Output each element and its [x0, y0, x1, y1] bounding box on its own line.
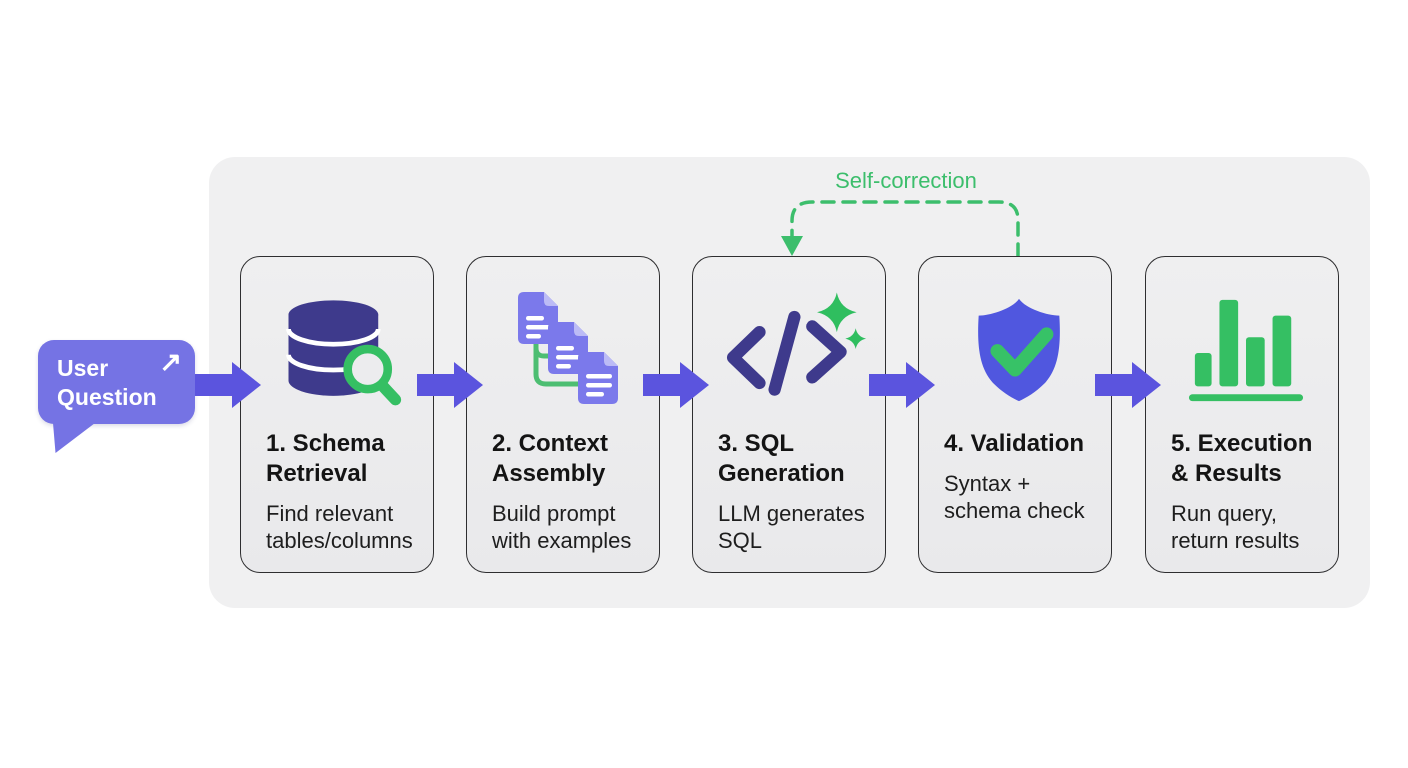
- step-title: 5. Execution & Results: [1171, 430, 1313, 487]
- step-description: Run query, return results: [1171, 501, 1300, 553]
- bar-chart-icon: [1171, 277, 1320, 423]
- flow-arrow-step3-to-step4: [869, 362, 935, 408]
- flow-arrow-step1-to-step2: [417, 362, 483, 408]
- flow-arrow-step4-to-step5: [1095, 362, 1161, 408]
- step-description: Syntax + schema check: [944, 471, 1085, 523]
- step-card-schema-retrieval: 1. Schema Retrieval Find relevant tables…: [240, 256, 434, 573]
- step-card-validation: 4. Validation Syntax + schema check: [918, 256, 1112, 573]
- speech-bubble-tail: [53, 423, 95, 453]
- step-description: Find relevant tables/columns: [266, 501, 413, 553]
- step-title: 4. Validation: [944, 430, 1085, 457]
- step-description: Build prompt with examples: [492, 501, 632, 553]
- step-title: 1. Schema Retrieval: [266, 430, 385, 487]
- flow-arrow-question-to-step1: [195, 362, 261, 408]
- shield-check-icon: [944, 277, 1093, 423]
- flow-arrow-step2-to-step3: [643, 362, 709, 408]
- self-correction-label: Self-correction: [835, 168, 977, 193]
- arrow-up-right-icon: ↗: [159, 347, 182, 377]
- user-question-bubble: User Question ↗: [38, 340, 195, 453]
- code-sparkles-icon: [718, 277, 867, 423]
- step-description: LLM generates SQL: [718, 501, 865, 553]
- step-card-sql-generation: 3. SQL Generation LLM generates SQL: [692, 256, 886, 573]
- stacked-documents-icon: [492, 277, 641, 423]
- user-question-label: User Question: [57, 355, 157, 410]
- step-card-context-assembly: 2. Context Assembly Build prompt with ex…: [466, 256, 660, 573]
- step-card-execution-results: 5. Execution & Results Run query, return…: [1145, 256, 1339, 573]
- database-search-icon: [266, 277, 415, 423]
- step-title: 3. SQL Generation: [718, 430, 845, 487]
- step-title: 2. Context Assembly: [492, 430, 609, 487]
